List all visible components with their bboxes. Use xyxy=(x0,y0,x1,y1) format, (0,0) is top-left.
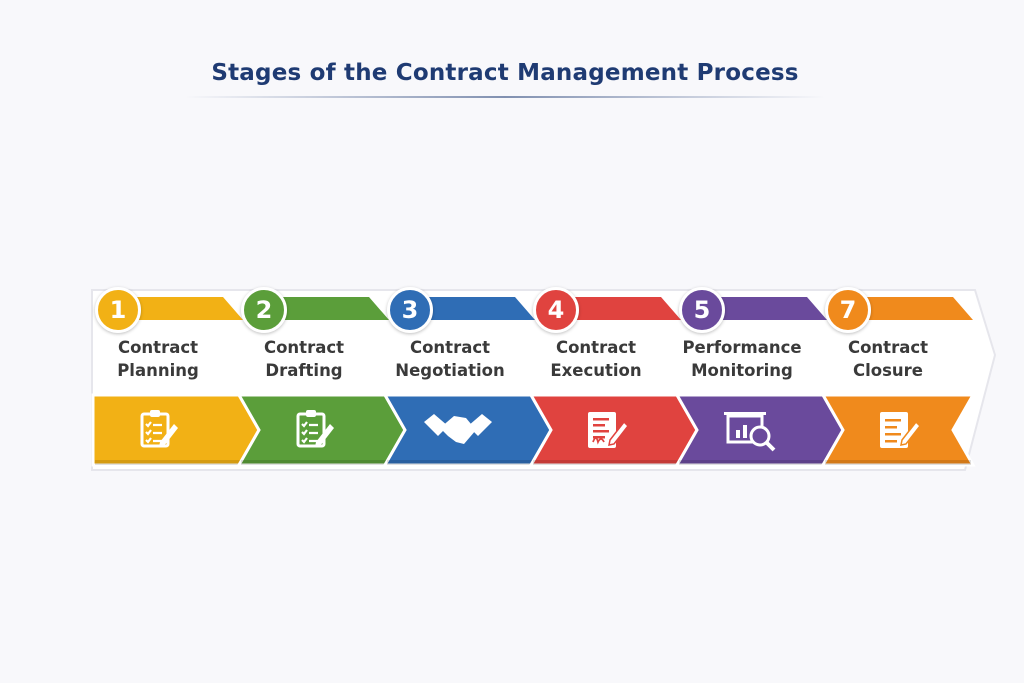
stage-label-line2: Monitoring xyxy=(691,361,793,380)
chevron-shadow xyxy=(679,460,825,465)
stage-label-line2: Drafting xyxy=(265,361,343,380)
document-pencil-icon xyxy=(880,412,921,448)
stage-label-line1: Contract xyxy=(847,338,929,357)
stage-label-line1: Contract xyxy=(409,338,491,357)
stage-label-line1: Contract xyxy=(263,338,345,357)
stage-top-band xyxy=(118,297,243,320)
chevron-shadow xyxy=(95,460,241,465)
stage-number-badge: 1 xyxy=(95,287,141,333)
chart-magnifier-icon xyxy=(724,412,776,452)
clipboard-checklist-icon xyxy=(296,410,334,448)
stage-label-line2: Closure xyxy=(853,361,923,380)
stage-number-badge: 4 xyxy=(533,287,579,333)
stage-top-band xyxy=(556,297,681,320)
stage-6 xyxy=(820,297,976,467)
stage-number-badge: 3 xyxy=(387,287,433,333)
stage-label-line2: Negotiation xyxy=(395,361,505,380)
stage-top-band xyxy=(264,297,389,320)
stage-top-band xyxy=(702,297,827,320)
stage-label-line1: Contract xyxy=(555,338,637,357)
stage-top-band xyxy=(410,297,535,320)
stage-label-line1: Contract xyxy=(117,338,199,357)
chevron-shadow xyxy=(533,460,679,465)
signed-document-icon xyxy=(588,412,629,448)
title-underline xyxy=(185,96,825,98)
clipboard-checklist-icon xyxy=(140,410,178,448)
stage-number-badge: 2 xyxy=(241,287,287,333)
stage-label-line2: Execution xyxy=(550,361,642,380)
stage-top-band xyxy=(848,297,973,320)
handshake-icon xyxy=(424,414,492,444)
stage-1 xyxy=(91,297,261,467)
stage-number-badge: 7 xyxy=(825,287,871,333)
stage-label-line2: Planning xyxy=(117,361,199,380)
chevron-shadow xyxy=(825,460,971,465)
stage-number-badge: 5 xyxy=(679,287,725,333)
diagram-title: Stages of the Contract Management Proces… xyxy=(211,60,799,86)
stage-label-line1: Performance xyxy=(682,338,802,357)
chevron-shadow xyxy=(387,460,533,465)
stage-chevron xyxy=(236,393,407,467)
chevron-shadow xyxy=(241,460,387,465)
